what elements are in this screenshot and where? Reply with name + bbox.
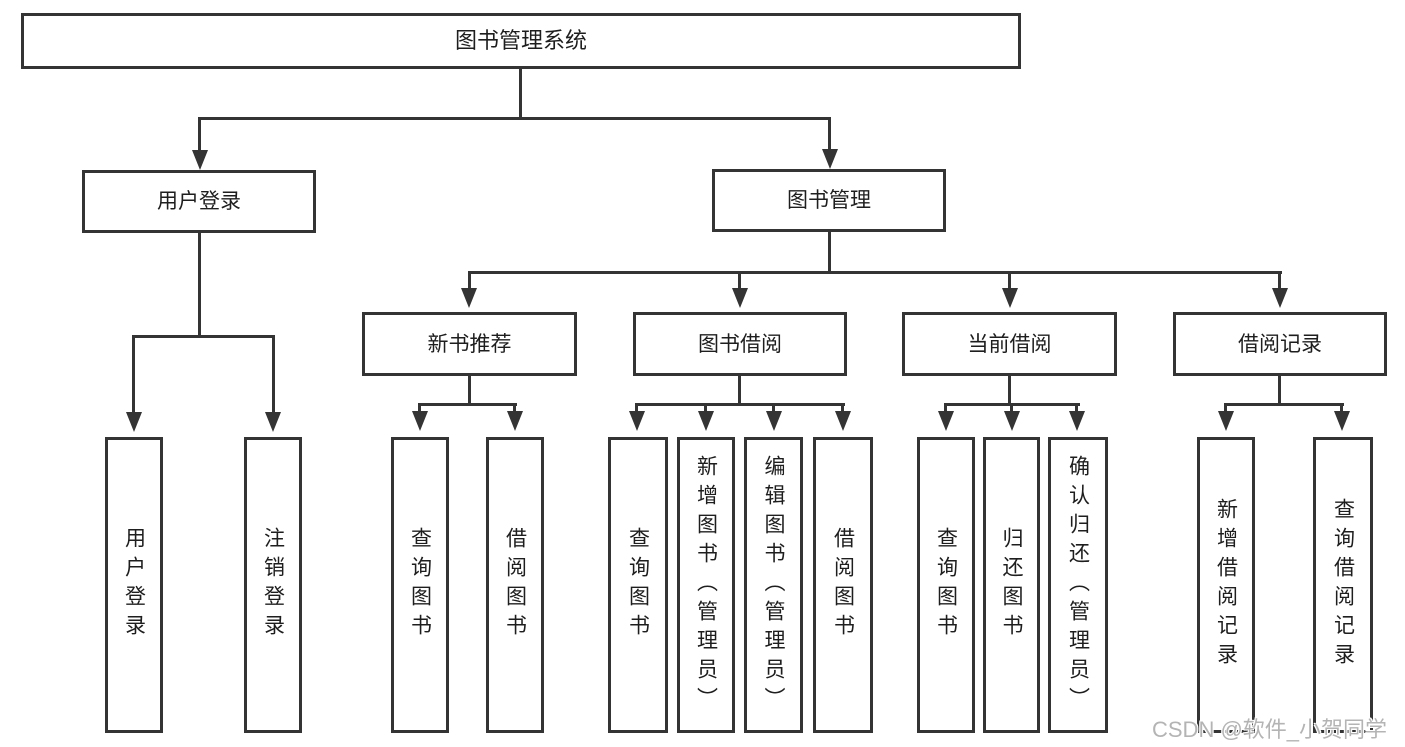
node-current-borrowing: 当前借阅 xyxy=(902,312,1117,376)
connector-line xyxy=(519,68,522,118)
arrow-down-icon xyxy=(1004,411,1020,431)
connector-line xyxy=(828,117,831,152)
arrow-down-icon xyxy=(1002,288,1018,308)
arrow-down-icon xyxy=(1334,411,1350,431)
connector-line xyxy=(468,376,471,406)
arrow-down-icon xyxy=(192,150,208,170)
node-add-borrow-record: 新增借阅记录 xyxy=(1197,437,1255,733)
arrow-down-icon xyxy=(766,411,782,431)
node-book-management: 图书管理 xyxy=(712,169,946,232)
arrow-down-icon xyxy=(1272,288,1288,308)
arrow-down-icon xyxy=(1069,411,1085,431)
node-return-book: 归还图书 xyxy=(983,437,1040,733)
node-query-books-current: 查询图书 xyxy=(917,437,975,733)
connector-line xyxy=(738,376,741,406)
connector-line xyxy=(635,403,638,414)
node-user-login-leaf: 用户登录 xyxy=(105,437,163,733)
node-borrow-books-recommend: 借阅图书 xyxy=(486,437,544,733)
connector-line xyxy=(1008,376,1011,406)
connector-line xyxy=(132,335,275,338)
node-new-book-recommend: 新书推荐 xyxy=(362,312,577,376)
node-borrowing-records: 借阅记录 xyxy=(1173,312,1387,376)
connector-line xyxy=(198,117,831,120)
connector-line xyxy=(198,233,201,338)
connector-line xyxy=(636,403,845,406)
connector-line xyxy=(1340,403,1343,414)
connector-line xyxy=(841,403,844,414)
connector-line xyxy=(1010,403,1013,414)
arrow-down-icon xyxy=(265,412,281,432)
csdn-watermark: CSDN @软件_小贺同学 xyxy=(1152,717,1388,742)
arrow-down-icon xyxy=(835,411,851,431)
node-edit-book-admin: 编辑图书（管理员） xyxy=(744,437,803,733)
connector-line xyxy=(1075,403,1078,414)
connector-line xyxy=(1224,403,1227,414)
node-query-books-borrow: 查询图书 xyxy=(608,437,668,733)
arrow-down-icon xyxy=(412,411,428,431)
node-query-borrow-record: 查询借阅记录 xyxy=(1313,437,1373,733)
arrow-down-icon xyxy=(461,288,477,308)
arrow-down-icon xyxy=(126,412,142,432)
connector-line xyxy=(1224,403,1344,406)
arrow-down-icon xyxy=(822,149,838,169)
connector-line xyxy=(828,232,831,274)
connector-line xyxy=(132,335,135,414)
arrow-down-icon xyxy=(629,411,645,431)
node-confirm-return-admin: 确认归还（管理员） xyxy=(1048,437,1108,733)
connector-line xyxy=(772,403,775,414)
connector-line xyxy=(704,403,707,414)
arrow-down-icon xyxy=(507,411,523,431)
node-logout: 注销登录 xyxy=(244,437,302,733)
connector-line xyxy=(1278,271,1281,291)
connector-line xyxy=(198,117,201,153)
arrow-down-icon xyxy=(1218,411,1234,431)
connector-line xyxy=(1008,271,1011,291)
node-query-books-recommend: 查询图书 xyxy=(391,437,449,733)
connector-line xyxy=(468,271,1282,274)
node-borrow-books-leaf: 借阅图书 xyxy=(813,437,873,733)
connector-line xyxy=(944,403,947,414)
connector-line xyxy=(272,335,275,414)
node-user-login: 用户登录 xyxy=(82,170,316,233)
arrow-down-icon xyxy=(698,411,714,431)
node-book-borrowing: 图书借阅 xyxy=(633,312,847,376)
arrow-down-icon xyxy=(732,288,748,308)
arrow-down-icon xyxy=(938,411,954,431)
connector-line xyxy=(738,271,741,291)
node-book-management-system: 图书管理系统 xyxy=(21,13,1021,69)
connector-line xyxy=(513,403,516,414)
connector-line xyxy=(468,271,471,291)
connector-line xyxy=(418,403,517,406)
node-add-book-admin: 新增图书（管理员） xyxy=(677,437,735,733)
connector-line xyxy=(418,403,421,414)
connector-line xyxy=(1278,376,1281,406)
